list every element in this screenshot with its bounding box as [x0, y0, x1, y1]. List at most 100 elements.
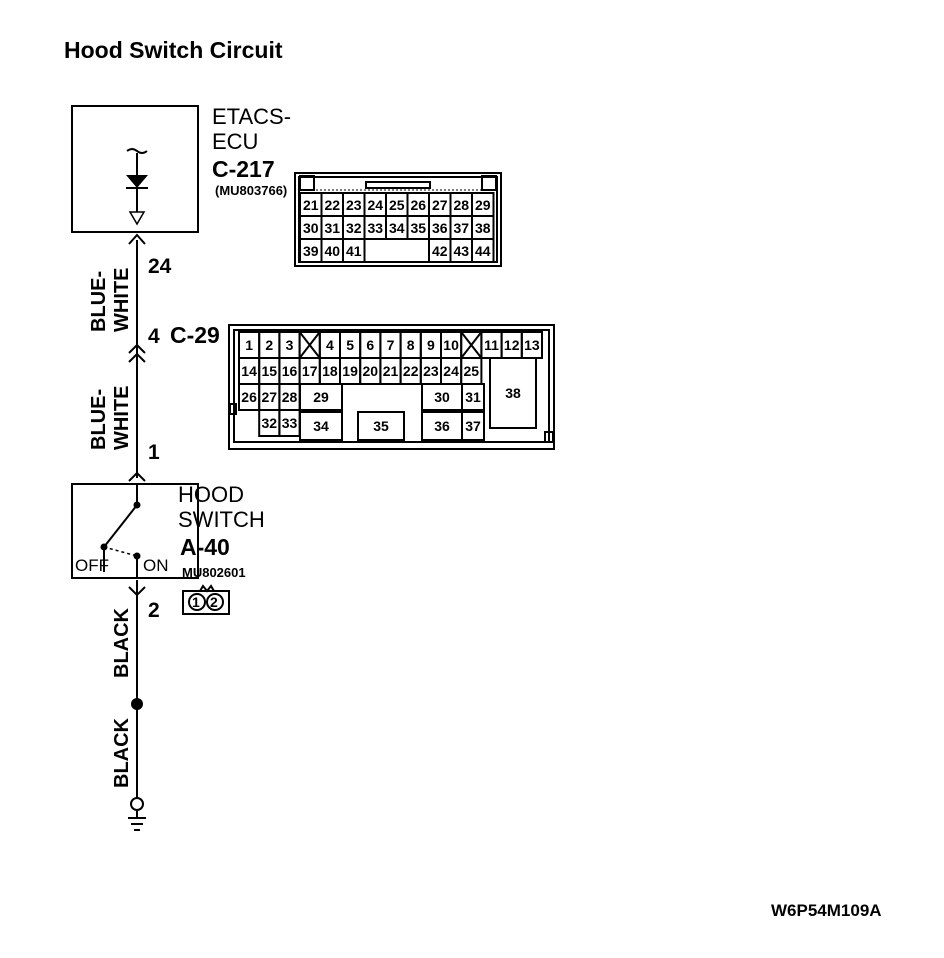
wire-label-lower-a: BLACK [111, 607, 133, 678]
ground-icon [128, 797, 146, 831]
hood-switch-connector-code: A-40 [180, 534, 230, 560]
c217-pin-label: 43 [453, 243, 469, 259]
c29-pin-label: 34 [313, 418, 329, 434]
c217-pin-label: 32 [346, 220, 362, 236]
c29-pin-label: 15 [262, 363, 278, 379]
c29-pin-label: 37 [465, 418, 481, 434]
a40-pin2: 2 [210, 594, 218, 610]
c29-pin-label: 14 [241, 363, 257, 379]
c217-pin-label: 27 [432, 197, 448, 213]
c29-latch [229, 403, 237, 415]
c217-cell [342, 238, 366, 263]
etacs-part-number: (MU803766) [215, 183, 287, 198]
etacs-pin-marker [128, 233, 146, 245]
wire-label-lower-b: BLACK [111, 717, 133, 788]
c29-pin-label: 16 [282, 363, 298, 379]
c29-blank-cavity [460, 331, 483, 359]
c29-cell [299, 383, 343, 411]
c217-pin-label: 22 [324, 197, 340, 213]
junction-connector-code: C-29 [170, 322, 220, 348]
c29-pin-label: 23 [423, 363, 439, 379]
c29-pin-label: 30 [434, 389, 450, 405]
c217-pin-label: 28 [453, 197, 469, 213]
c29-pin-label: 24 [443, 363, 459, 379]
figure-code: W6P54M109A [771, 901, 882, 920]
switch-off-label: OFF [75, 556, 109, 575]
switch-contact-icon [100, 484, 141, 578]
c29-pin-label: 18 [322, 363, 338, 379]
hood-switch-box [71, 483, 199, 579]
c217-pin-label: 21 [303, 197, 319, 213]
c29-pin-label: 38 [505, 385, 521, 401]
c217-pin-label: 30 [303, 220, 319, 236]
wire-label-upper-b2: WHITE [111, 386, 133, 450]
c217-pin-label: 31 [324, 220, 340, 236]
c29-pin-label: 11 [484, 337, 499, 353]
c217-pin-label: 26 [410, 197, 426, 213]
c29-cell [461, 383, 485, 411]
c29-pin-label: 32 [262, 415, 278, 431]
c29-pin-label: 7 [387, 337, 395, 353]
c29-pin-label: 33 [282, 415, 298, 431]
c29-pin-label: 10 [443, 337, 459, 353]
c217-pin-label: 42 [432, 243, 448, 259]
c217-pin-label: 34 [389, 220, 405, 236]
c217-pin-label: 44 [475, 243, 491, 259]
c29-pin-label: 28 [282, 389, 298, 405]
switch-pin1-number: 1 [148, 441, 160, 464]
etacs-ecu-box [71, 105, 199, 233]
c217-pin-label: 40 [324, 243, 340, 259]
c29-pin-label: 13 [524, 337, 540, 353]
hood-switch-name-line2: SWITCH [178, 507, 265, 532]
c217-pin-label: 24 [367, 197, 383, 213]
c29-pin-label: 3 [286, 337, 294, 353]
c29-cell [489, 357, 537, 429]
diode-icon [126, 148, 148, 226]
c29-cell [461, 411, 485, 441]
c217-pin-label: 41 [346, 243, 362, 259]
c29-pin-label: 6 [366, 337, 374, 353]
switch-on-label: ON [143, 556, 169, 575]
wire-label-upper-a2: WHITE [111, 268, 133, 332]
c29-pin-label: 19 [342, 363, 358, 379]
etacs-name-line1: ETACS- [212, 104, 291, 129]
hood-switch-name-line1: HOOD [178, 482, 244, 507]
c29-cell [357, 411, 405, 441]
c29-pin-label: 20 [363, 363, 379, 379]
c29-pin-label: 35 [373, 418, 389, 434]
c217-pin-label: 23 [346, 197, 362, 213]
etacs-name-line2: ECU [212, 129, 258, 154]
c29-pin-label: 26 [241, 389, 257, 405]
c217-pin-label: 29 [475, 197, 491, 213]
etacs-connector-code: C-217 [212, 156, 275, 182]
c29-pin-label: 4 [326, 337, 334, 353]
c217-pin-label: 25 [389, 197, 405, 213]
hood-switch-part-number: MU802601 [182, 565, 246, 580]
c29-latch [544, 431, 554, 443]
wire-label-upper-b1: BLUE- [88, 389, 110, 450]
splice-point [131, 698, 143, 710]
switch-pin2-number: 2 [148, 599, 160, 622]
page-title: Hood Switch Circuit [64, 37, 283, 63]
c29-pin-label: 9 [427, 337, 435, 353]
c29-blank-cavity [298, 331, 321, 359]
c217-pin-label: 37 [453, 220, 469, 236]
wire-label-upper-a1: BLUE- [88, 271, 110, 332]
switch-pin1-marker [128, 471, 146, 482]
junction-connector-marker [128, 343, 146, 363]
switch-pin2-marker [128, 586, 146, 597]
c217-pin-label: 39 [303, 243, 319, 259]
c217-pin-label: 35 [410, 220, 426, 236]
c29-pin-label: 21 [383, 363, 399, 379]
c29-pin-label: 1 [245, 337, 253, 353]
a40-pin1: 1 [192, 594, 200, 610]
c217-pin-label: 33 [367, 220, 383, 236]
junction-pin-number: 4 [148, 325, 160, 348]
c29-pin-label: 22 [403, 363, 419, 379]
c29-pin-label: 17 [302, 363, 318, 379]
c29-pin-label: 12 [504, 337, 520, 353]
c29-pin-label: 5 [346, 337, 354, 353]
